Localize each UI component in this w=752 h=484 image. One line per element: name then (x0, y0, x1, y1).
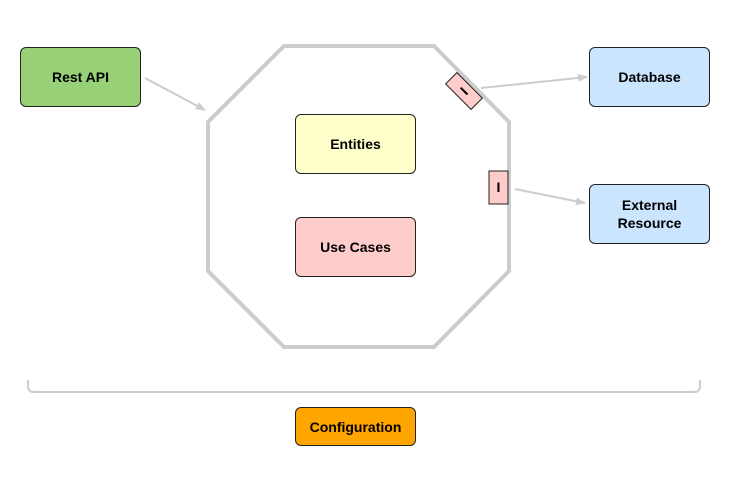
external-port: I (488, 170, 509, 205)
core-octagon (206, 44, 511, 349)
rest-api-arrow (144, 77, 206, 111)
database-port: I (444, 71, 484, 111)
external-port-label: I (497, 179, 501, 195)
entities-label: Entities (330, 136, 381, 152)
external-resource-arrow (514, 188, 586, 206)
configuration-bracket (27, 380, 701, 393)
use-cases-label: Use Cases (320, 239, 391, 255)
configuration-label: Configuration (309, 418, 402, 435)
use-cases-node: Use Cases (295, 217, 416, 277)
entities-node: Entities (295, 114, 416, 174)
rest-api-label: Rest API (51, 69, 110, 85)
database-arrow (480, 73, 588, 89)
rest-api-node: Rest API (20, 47, 141, 107)
external-resource-node: External Resource (589, 184, 710, 244)
configuration-node: Configuration (295, 407, 416, 446)
external-resource-label: External Resource (617, 197, 682, 231)
database-node: Database (589, 47, 710, 107)
database-label: Database (618, 69, 681, 85)
